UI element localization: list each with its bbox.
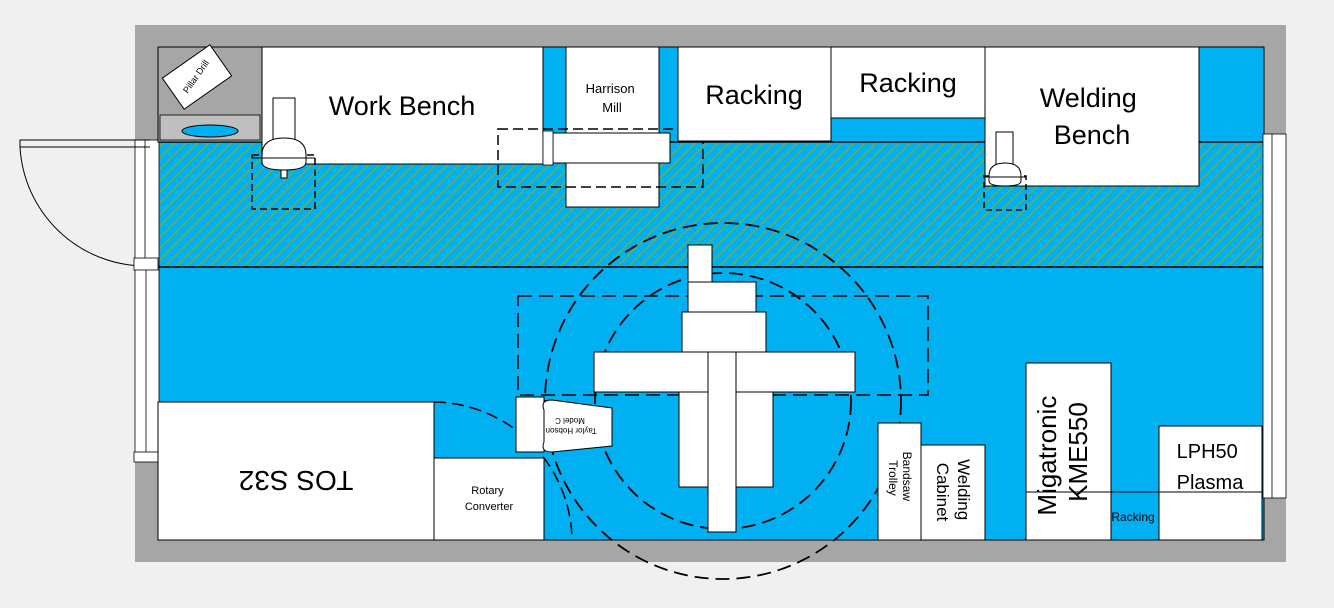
tos-s32: TOS S32 [157, 401, 435, 541]
bench-vice-2 [983, 131, 1027, 211]
svg-text:Welding Cabinet: Welding Cabinet [933, 459, 973, 525]
tos-s32-label: TOS S32 [239, 465, 354, 496]
taylor-hobson-label-1: Taylor Hobson [546, 426, 597, 435]
racking-2-label: Racking [859, 68, 957, 98]
rotary-converter: Rotary Converter [433, 457, 545, 541]
svg-text:LPH50 Plasma: LPH50 Plasma [1177, 441, 1245, 494]
harrison-mill-label-1: Harrison [586, 81, 635, 96]
bench-vice-1 [251, 97, 316, 210]
work-bench: Work Bench [261, 46, 544, 165]
bandsaw-trolley-label-2: Trolley [886, 460, 900, 496]
welding-cabinet: Welding Cabinet [920, 444, 986, 541]
welding-bench-label-1: Welding [1040, 83, 1137, 113]
central-machine [593, 244, 856, 533]
work-bench-label: Work Bench [329, 91, 476, 121]
svg-text:Rotary Converter: Rotary Converter [465, 485, 514, 513]
migatronic-kme550: Migatronic KME550 [1025, 362, 1112, 541]
bandsaw-trolley-label-1: Bandsaw [900, 452, 914, 502]
svg-text:Welding Bench: Welding Bench [1040, 83, 1145, 150]
left-door[interactable] [19, 139, 160, 267]
racking-2: Racking [830, 46, 986, 119]
lph50-plasma: LPH50 Plasma [1158, 425, 1263, 541]
bandsaw-trolley: Bandsaw Trolley [877, 422, 922, 541]
svg-text:Bandsaw Trolley: Bandsaw Trolley [886, 452, 914, 505]
lph50-label-2: Plasma [1177, 472, 1245, 494]
migatronic-label-1: Migatronic [1032, 396, 1062, 516]
pillar-drill: Pillar Drill [157, 44, 263, 143]
racking-1: Racking [677, 46, 832, 142]
svg-text:Harrison Mill: Harrison Mill [586, 81, 639, 115]
harrison-mill: Harrison Mill [497, 46, 704, 208]
welding-bench-label-2: Bench [1054, 120, 1131, 150]
rotary-converter-label-2: Converter [465, 501, 514, 513]
right-window [1262, 133, 1287, 499]
taylor-hobson: Taylor Hobson Model C [515, 396, 613, 453]
harrison-mill-label-2: Mill [602, 100, 622, 115]
svg-text:Taylor Hobson Model C: Taylor Hobson Model C [543, 416, 596, 435]
tos-swing-arc [433, 401, 573, 539]
svg-text:Migatronic KME550: Migatronic KME550 [1032, 388, 1093, 515]
rotary-converter-label-1: Rotary [471, 485, 504, 497]
taylor-hobson-label-2: Model C [555, 416, 585, 425]
racking-small-label: Racking [1111, 510, 1154, 524]
lph50-label-1: LPH50 [1177, 441, 1238, 463]
welding-bench: Welding Bench [984, 46, 1200, 187]
racking-1-label: Racking [705, 80, 803, 110]
welding-cabinet-label-1: Welding [954, 459, 973, 520]
left-window [133, 257, 160, 463]
welding-cabinet-label-2: Cabinet [933, 463, 952, 522]
migatronic-label-2: KME550 [1063, 402, 1093, 502]
